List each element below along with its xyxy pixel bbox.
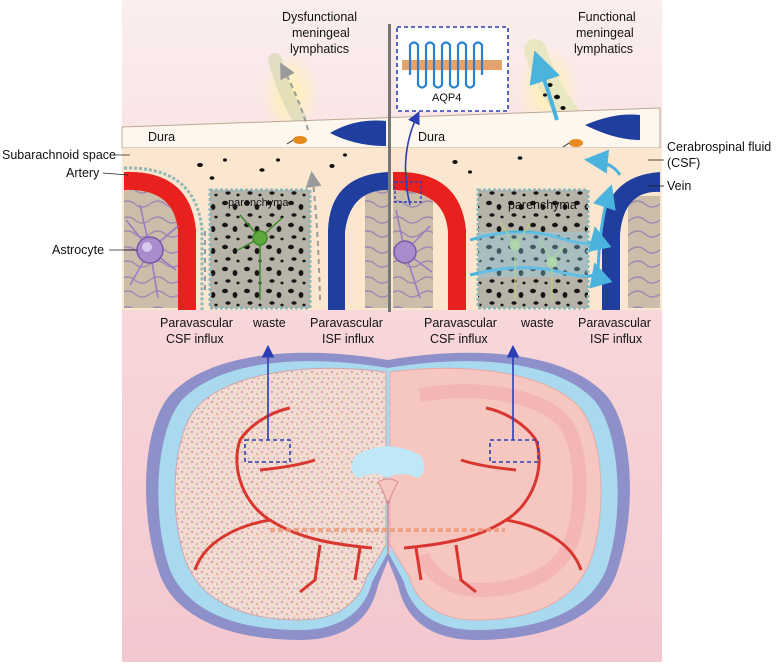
svg-text:CSF influx: CSF influx xyxy=(166,332,224,346)
dura-label-right: Dura xyxy=(418,130,445,144)
subarachnoid-label: Subarachnoid space xyxy=(2,148,116,162)
dysfunctional-lymphatic-vessel xyxy=(268,53,307,127)
svg-text:ISF influx: ISF influx xyxy=(590,332,643,346)
brain-cross-section xyxy=(146,352,630,640)
dural-sinus-right xyxy=(585,114,640,140)
parenchyma-label-right: parenchyma xyxy=(508,198,577,212)
svg-text:meningeal: meningeal xyxy=(576,26,634,40)
right-isf-influx-label: Paravascular ISF influx xyxy=(578,316,651,346)
vein-right xyxy=(602,172,660,310)
artery-left xyxy=(124,171,196,310)
vein-label: Vein xyxy=(667,179,691,193)
csf-waste-particles xyxy=(197,153,523,180)
astrocyte-label: Astrocyte xyxy=(52,243,104,257)
left-waste-label: waste xyxy=(252,316,286,330)
vein-left xyxy=(328,172,388,310)
artery-right xyxy=(393,171,466,310)
left-csf-influx-label: Paravascular CSF influx xyxy=(160,316,233,346)
aqp4-callout-arrow xyxy=(404,111,420,206)
right-csf-influx-label: Paravascular CSF influx xyxy=(424,316,497,346)
neuron-icon xyxy=(499,221,566,302)
svg-text:Functional: Functional xyxy=(578,10,636,24)
functional-lymphatics-label: Functional meningeal lymphatics xyxy=(574,10,636,56)
svg-text:Cerabrospinal fluid: Cerabrospinal fluid xyxy=(667,140,771,154)
svg-text:Paravascular: Paravascular xyxy=(424,316,497,330)
svg-text:Paravascular: Paravascular xyxy=(160,316,233,330)
aqp4-source-box xyxy=(394,181,422,203)
zoom-box-right xyxy=(489,439,539,463)
dysfunctional-lymphatics-label: Dysfunctional meningeal lymphatics xyxy=(282,10,357,56)
left-tissue-panel xyxy=(124,188,389,310)
svg-text:lymphatics: lymphatics xyxy=(290,42,349,56)
svg-text:Paravascular: Paravascular xyxy=(578,316,651,330)
impaired-flow-arrows xyxy=(204,62,322,301)
astrocyte-icon xyxy=(393,209,433,299)
lymph-node-icon xyxy=(562,139,583,148)
svg-text:meningeal: meningeal xyxy=(292,26,350,40)
parenchyma-label-left: parenchyma xyxy=(228,197,289,209)
svg-text:Dysfunctional: Dysfunctional xyxy=(282,10,357,24)
svg-text:lymphatics: lymphatics xyxy=(574,42,633,56)
lymph-node-icon xyxy=(286,136,307,145)
astrocyte-icon xyxy=(124,204,179,299)
dura-label-left: Dura xyxy=(148,130,175,144)
svg-text:(CSF): (CSF) xyxy=(667,156,700,170)
aqp4-label: AQP4 xyxy=(432,92,461,104)
csf-label: Cerabrospinal fluid (CSF) xyxy=(667,140,771,170)
aqp4-channel-icon xyxy=(402,41,502,89)
dural-sinus-left xyxy=(330,120,386,146)
interstitial-flow-band xyxy=(478,232,588,277)
artery-label: Artery xyxy=(66,166,100,180)
left-isf-influx-label: Paravascular ISF influx xyxy=(310,316,383,346)
right-tissue-panel xyxy=(393,188,660,310)
panel-divider xyxy=(388,24,391,312)
svg-text:Paravascular: Paravascular xyxy=(310,316,383,330)
right-waste-label: waste xyxy=(520,316,554,330)
svg-text:ISF influx: ISF influx xyxy=(322,332,375,346)
svg-text:CSF influx: CSF influx xyxy=(430,332,488,346)
csf-flow-arrows xyxy=(469,50,622,289)
neuron-icon xyxy=(237,214,283,300)
